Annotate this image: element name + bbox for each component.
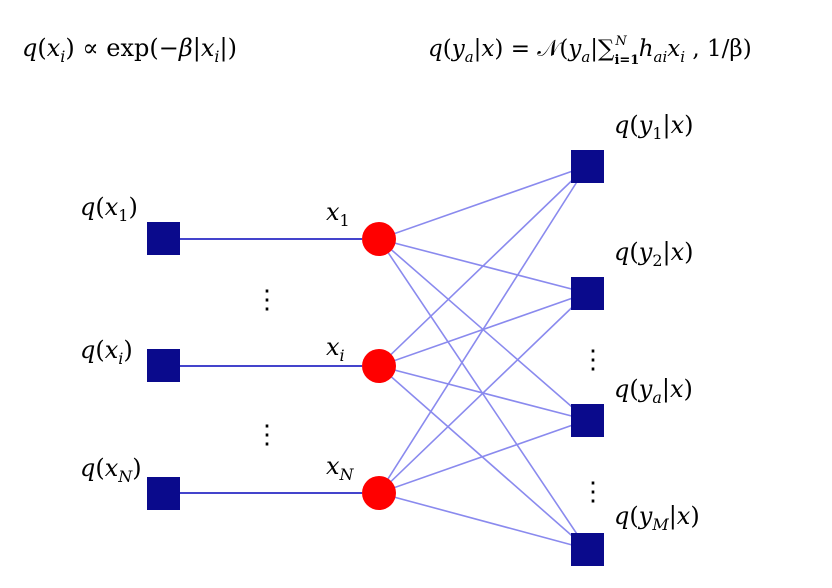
prior-factor-i: [147, 349, 180, 382]
variable-node-i: [362, 349, 396, 383]
output-label-2: q(y2|x): [614, 238, 694, 270]
variable-label-n: xN: [326, 452, 355, 484]
prior-factor-n: [147, 477, 180, 510]
ellipsis-right-lower: ⋮: [580, 477, 606, 507]
ellipsis-left-lower: ⋮: [254, 420, 280, 450]
output-factor-a: [571, 404, 604, 437]
ellipsis-right-upper: ⋮: [580, 345, 606, 375]
edge-xi-ym: [378, 365, 588, 550]
prior-label-1: q(x1): [80, 193, 138, 225]
edge-x1-y1: [378, 165, 588, 240]
output-label-m: q(yM|x): [614, 502, 700, 534]
edge-xn-y1: [378, 165, 588, 494]
output-label-a: q(ya|x): [614, 375, 693, 407]
likelihood-edges: [378, 165, 588, 550]
prior-label-i: q(xi): [80, 336, 133, 368]
variable-node-1: [362, 222, 396, 256]
output-factor-m: [571, 533, 604, 566]
edge-xi-y1: [378, 165, 588, 367]
variable-label-i: xi: [326, 333, 345, 365]
output-label-1: q(y1|x): [614, 111, 694, 143]
output-factor-1: [571, 150, 604, 183]
edge-xn-ya: [378, 419, 588, 494]
prior-edges: [180, 238, 362, 494]
ellipsis-left-upper: ⋮: [254, 285, 280, 315]
prior-formula: q(xi) ∝ exp(−β|xi|): [22, 34, 237, 66]
edge-xn-ym: [378, 492, 588, 550]
variable-label-1: x1: [326, 198, 350, 230]
prior-factor-1: [147, 222, 180, 255]
prior-label-n: q(xN): [80, 454, 142, 486]
output-factor-2: [571, 277, 604, 310]
edge-xn-y2: [378, 292, 588, 494]
variable-node-n: [362, 476, 396, 510]
